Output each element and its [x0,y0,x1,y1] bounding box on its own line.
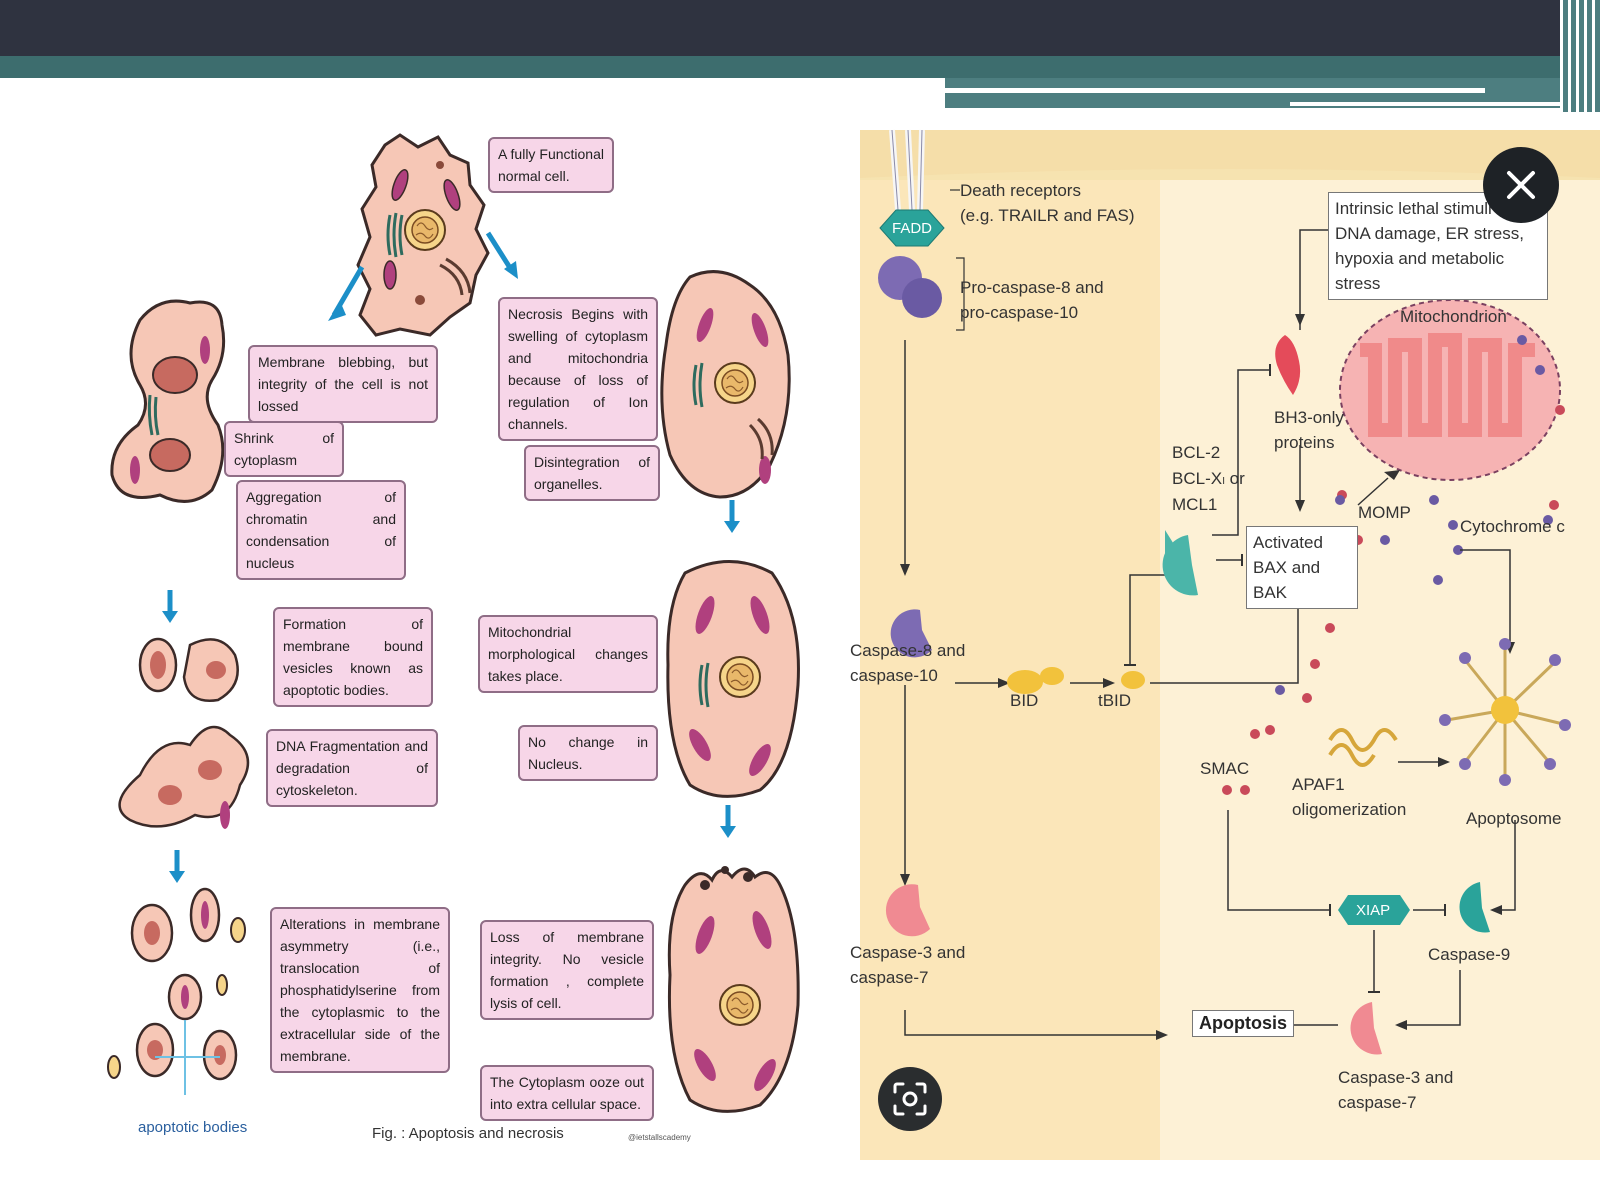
bcl2-label-2: BCL-Xₗ or [1172,469,1245,488]
apoptosis-box: Apoptosis [1192,1010,1294,1037]
callout-aggregation-chromatin: Aggregation of chromatin and condensatio… [236,480,406,580]
lens-scan-icon [893,1082,927,1116]
death-receptors-examples: (e.g. TRAILR and FAS) [960,206,1135,225]
caspase8-label-1: Caspase-8 and [850,641,966,660]
caspase3a-label-2: caspase-7 [850,968,929,987]
callout-dna-fragmentation: DNA Fragmentation and degradation of cyt… [266,729,438,807]
bid-label: BID [1010,691,1039,710]
callout-membrane-blebbing: Membrane blebbing, but integrity of the … [248,345,438,423]
slide-accent-band [0,56,1600,78]
activated-line-2: BAX and BAK [1253,558,1321,602]
caspase3b-label-1: Caspase-3 and [1338,1068,1454,1087]
callout-formation-vesicles: Formation of membrane bound vesicles kno… [273,607,433,707]
intrinsic-stimuli-line-1: Intrinsic lethal stimuli [1335,199,1492,218]
callout-no-change-nucleus: No change in Nucleus. [518,725,658,781]
scattered-apoptotic-bodies [107,887,246,1095]
momp-label: MOMP [1358,503,1411,522]
apoptosis-pathway-figure: Death receptors (e.g. TRAILR and FAS) FA… [850,129,1600,1160]
tbid-label: tBID [1098,691,1132,710]
close-button[interactable] [1483,147,1559,223]
apaf1-label-1: APAF1 [1292,775,1345,794]
callout-cytoplasm-ooze: The Cytoplasm ooze out into extra cellul… [480,1065,654,1121]
callout-shrink-cytoplasm: Shrink of cytoplasm [224,421,344,477]
blebbing-cell-drawing [110,299,226,503]
activated-line-1: Activated [1253,533,1323,552]
apoptotic-bodies-label: apoptotic bodies [138,1119,248,1136]
cytochrome-c-label: Cytochrome c [1460,517,1565,536]
smac-label: SMAC [1200,759,1250,778]
intrinsic-stimuli-line-2: DNA damage, ER stress, [1335,224,1524,243]
callout-loss-integrity: Loss of membrane integrity. No vesicle f… [480,920,654,1020]
bh3-label-2: proteins [1274,433,1335,452]
necrosis-mito-changes-cell-drawing [666,560,800,798]
callout-necrosis-begins: Necrosis Begins with swelling of cytopla… [498,297,658,441]
death-receptors-label: Death receptors [960,181,1081,200]
caspase3b-label-2: caspase-7 [1338,1093,1417,1112]
pathway-diagram-graphics [860,129,1600,1160]
bcl2-label-1: BCL-2 [1172,443,1221,462]
callout-mito-changes: Mitochondrial morphological changes take… [478,615,658,693]
slide-accent-line-2 [1290,102,1570,106]
intrinsic-stimuli-box: Intrinsic lethal stimuli DNA damage, ER … [1328,192,1548,300]
necrosis-swelling-cell-drawing [660,270,791,499]
figure-caption: Fig. : Apoptosis and necrosis [372,1125,564,1142]
callout-membrane-asymmetry: Alterations in membrane asymmetry (i.e.,… [270,907,450,1073]
apoptotic-body-vesicles [118,637,250,829]
intrinsic-stimuli-line-3: hypoxia and metabolic stress [1335,249,1505,293]
xiap-label: XIAP [1356,902,1391,919]
caspase8-label-2: caspase-10 [850,666,938,685]
caspase9-label: Caspase-9 [1428,945,1511,964]
slide-accent-line [945,88,1485,93]
bcl2-label-3: MCL1 [1172,495,1218,514]
callout-disintegration: Disintegration of organelles. [524,445,660,501]
apoptosis-necrosis-figure: A fully Functional normal cell. Membrane… [100,125,830,1165]
slide-header-bar [0,0,1600,56]
apaf1-label-2: oligomerization [1292,800,1407,819]
callout-normal-cell: A fully Functional normal cell. [488,137,614,193]
close-icon [1507,171,1535,199]
activated-bax-bak-box: Activated BAX and BAK [1246,526,1358,609]
procaspase-label-2: pro-caspase-10 [960,303,1079,322]
caspase3a-label-1: Caspase-3 and [850,943,966,962]
procaspase-label-1: Pro-caspase-8 and [960,278,1104,297]
slide-edge-stripes [1560,0,1600,112]
mitochondrion-label: Mitochondrion [1400,307,1507,326]
necrosis-lysis-cell-drawing [667,866,800,1113]
lens-scan-button[interactable] [878,1067,942,1131]
fadd-label: FADD [892,220,933,237]
watermark-text: @ietstallscademy [628,1133,691,1142]
normal-cell-drawing [356,133,490,337]
cell-illustrations [107,133,800,1113]
apoptosome-label: Apoptosome [1466,809,1562,828]
bh3-label-1: BH3-only [1274,408,1344,427]
